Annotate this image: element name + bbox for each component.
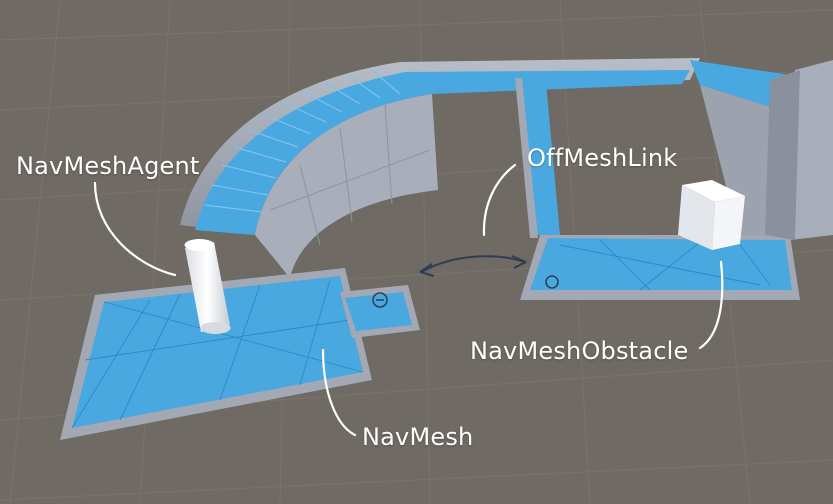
link-start-marker (372, 292, 388, 308)
curved-stairway (180, 58, 700, 278)
link-end-marker (545, 275, 559, 289)
navmesh-obstacle-label: NavMeshObstacle (470, 337, 689, 365)
offmesh-link-arrow (419, 255, 527, 277)
navmesh-label: NavMesh (362, 423, 474, 451)
left-platform (60, 268, 420, 440)
obstacle-cube[interactable] (678, 180, 745, 250)
navmesh-agent-cylinder[interactable] (184, 239, 231, 334)
right-platform (515, 60, 833, 300)
callout-lines (93, 163, 724, 437)
offmeshlink-label: OffMeshLink (527, 144, 678, 172)
navmesh-agent-label: NavMeshAgent (16, 152, 200, 180)
